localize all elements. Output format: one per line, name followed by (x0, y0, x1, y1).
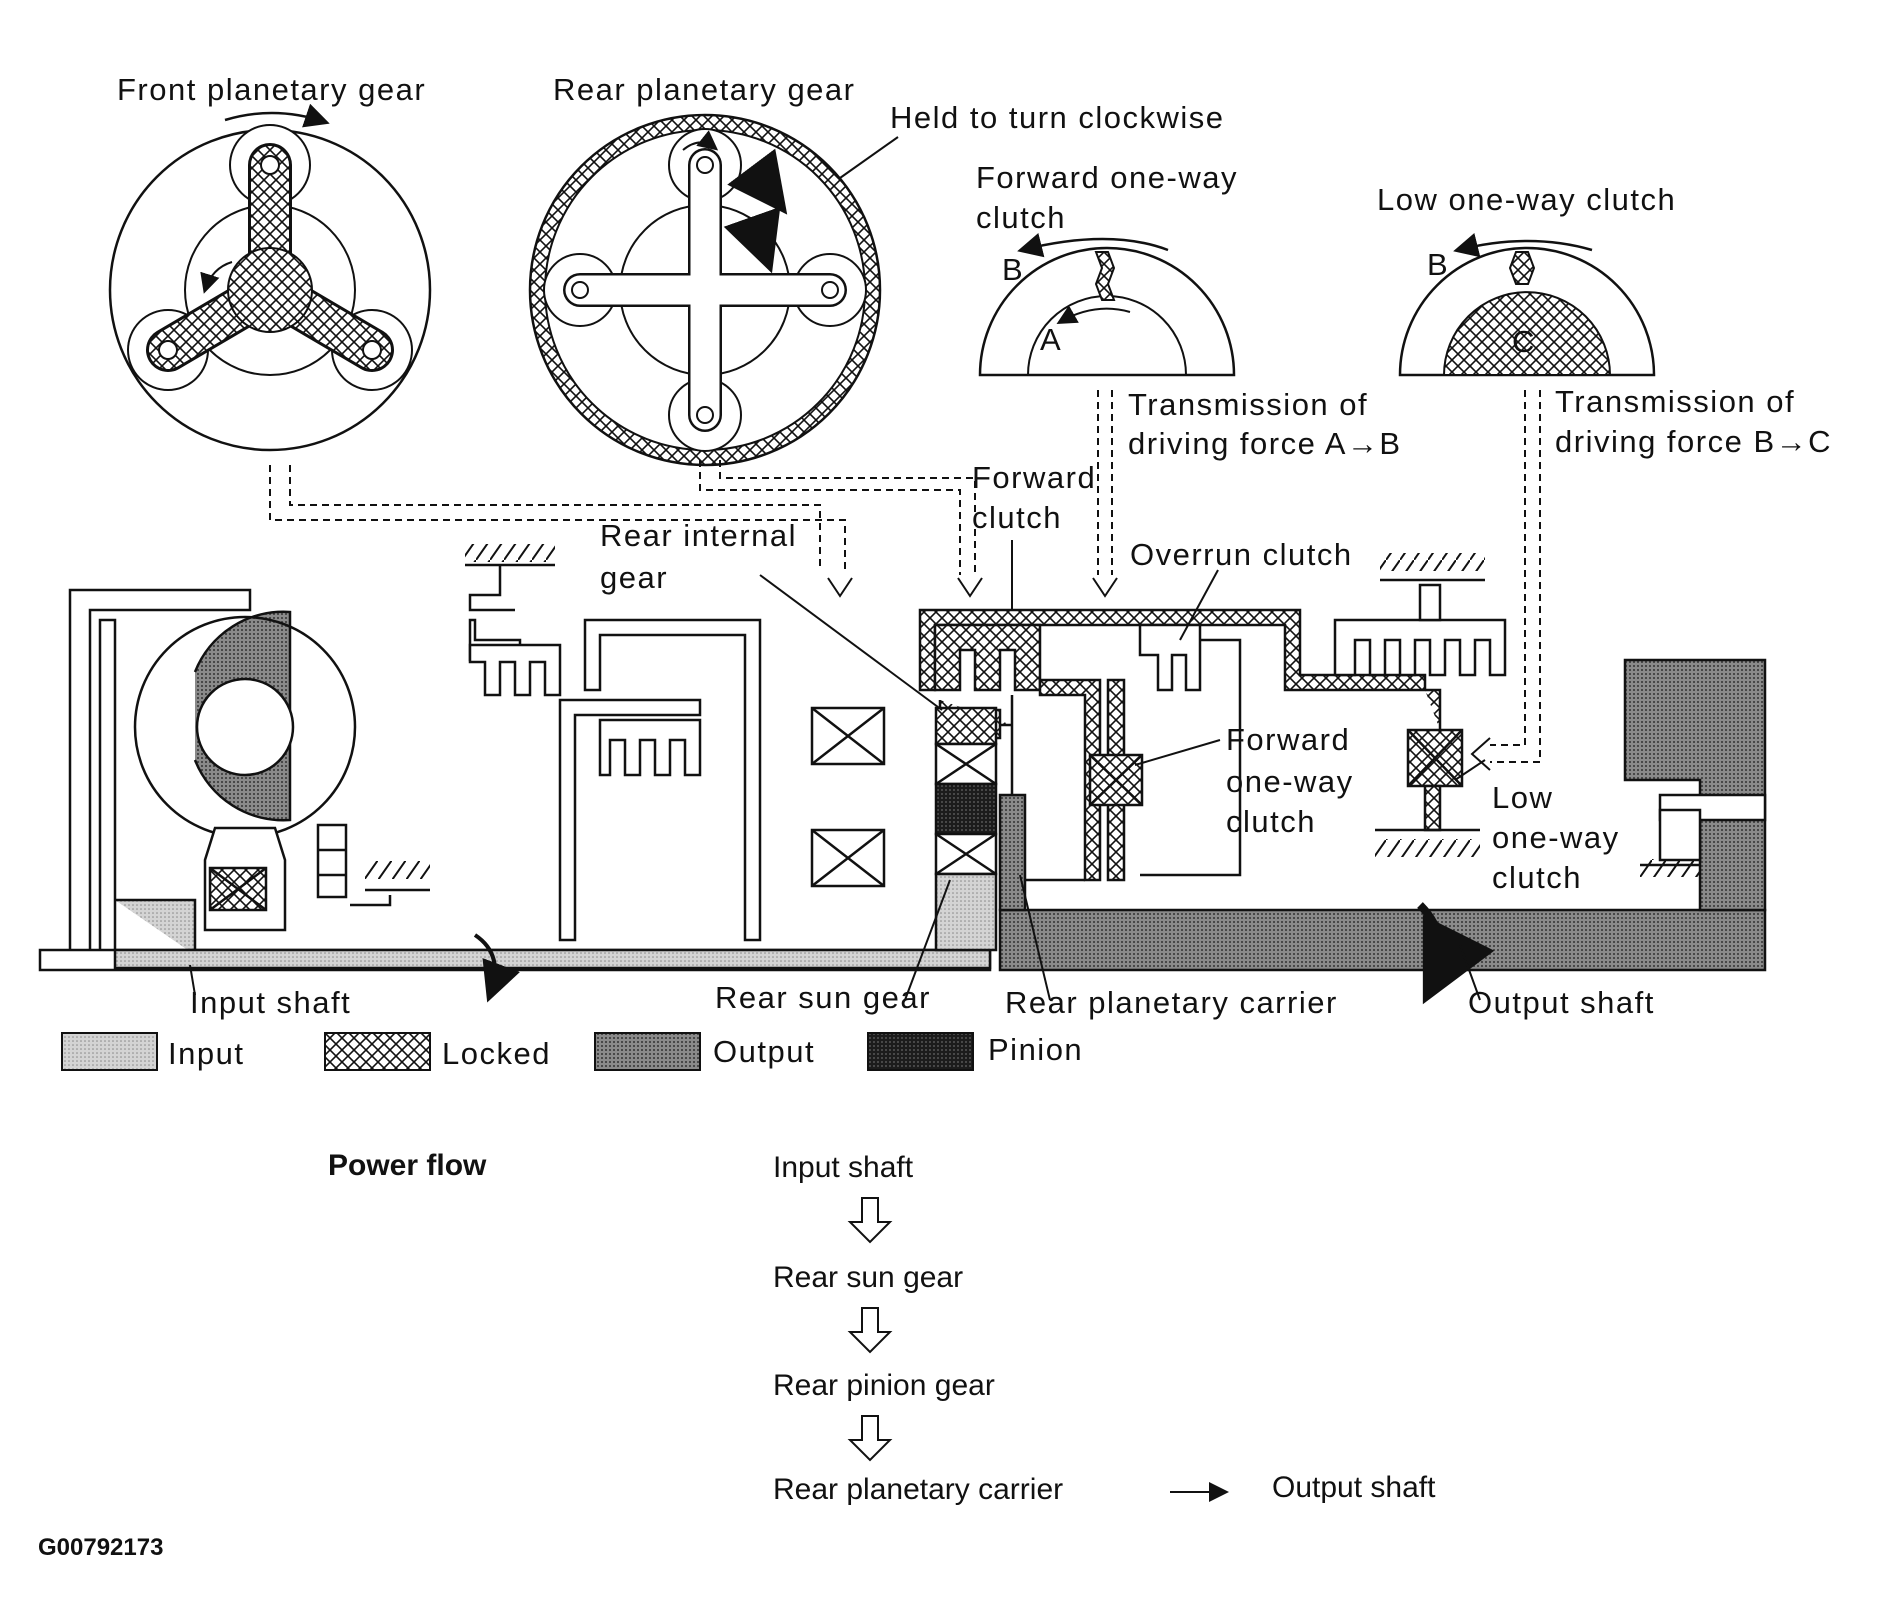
rear-planetary-gear-label: Rear planetary gear (553, 72, 856, 107)
power-flow-arrows (847, 1197, 1229, 1502)
torque-converter (68, 588, 430, 962)
rear-internal-gear-label-1: Rear internal (600, 518, 797, 553)
forward-owc-label-3: clutch (1226, 804, 1316, 839)
trans-bc-label-2: driving force B→C (1555, 424, 1833, 459)
legend-swatches (61, 1032, 974, 1071)
letter-c-low: C (1512, 324, 1536, 359)
rear-planetary-gear (528, 113, 899, 467)
figure-id: G00792173 (38, 1534, 164, 1561)
legend-input-label: Input (168, 1036, 245, 1071)
rear-internal-gear-label-2: gear (600, 560, 669, 595)
transmission-section (38, 544, 1767, 1005)
legend-output-label: Output (713, 1034, 816, 1069)
low-owc-top-label: Low one-way clutch (1377, 182, 1677, 217)
power-flow-step-1: Input shaft (773, 1151, 914, 1184)
legend-pinion-label: Pinion (988, 1032, 1084, 1067)
letter-b-low: B (1427, 247, 1450, 282)
letter-b-forward: B (1002, 252, 1025, 287)
power-flow-title: Power flow (328, 1149, 487, 1182)
forward-owc-label-1: Forward (1226, 722, 1351, 757)
front-planetary-gear (108, 103, 432, 452)
held-to-turn-label: Held to turn clockwise (890, 100, 1225, 135)
forward-owc-label-2: one-way (1226, 764, 1354, 799)
overrun-clutch-label: Overrun clutch (1130, 537, 1353, 572)
power-flow-step-2: Rear sun gear (773, 1261, 964, 1294)
forward-clutch-label-2: clutch (972, 500, 1062, 535)
legend-locked-label: Locked (442, 1036, 551, 1071)
power-flow-step-3: Rear pinion gear (773, 1369, 995, 1402)
output-shaft-label: Output shaft (1468, 985, 1655, 1020)
rear-planetary-carrier-label: Rear planetary carrier (1005, 985, 1338, 1020)
forward-owc-top-label-1: Forward one-way (976, 160, 1238, 195)
low-owc-label-1: Low (1492, 780, 1554, 815)
input-shaft-label: Input shaft (190, 985, 352, 1020)
rear-sun-gear-label: Rear sun gear (715, 980, 931, 1015)
trans-bc-label-1: Transmission of (1555, 384, 1796, 419)
forward-owc-top-label-2: clutch (976, 200, 1066, 235)
forward-one-way-clutch-detail (978, 233, 1236, 377)
forward-clutch-label-1: Forward (972, 460, 1097, 495)
front-planetary-gear-label: Front planetary gear (117, 72, 427, 107)
trans-ab-label-1: Transmission of (1128, 387, 1369, 422)
trans-ab-label-2: driving force A→B (1128, 426, 1402, 461)
power-flow-step-4: Rear planetary carrier (773, 1473, 1064, 1506)
letter-a-forward: A (1040, 322, 1063, 357)
leader-lines (189, 540, 1486, 1001)
power-flow-final: Output shaft (1272, 1471, 1436, 1504)
low-owc-label-3: clutch (1492, 860, 1582, 895)
dashed-flow-lines (269, 390, 1541, 771)
low-one-way-clutch-detail (1398, 233, 1656, 377)
low-owc-label-2: one-way (1492, 820, 1620, 855)
